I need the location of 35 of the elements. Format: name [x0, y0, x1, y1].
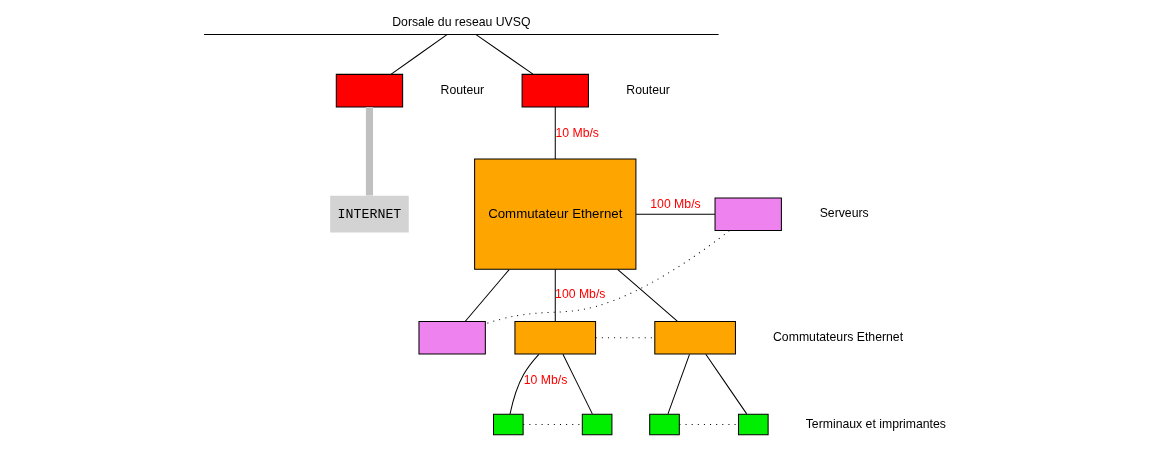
connector: [365, 107, 373, 196]
connector: [554, 106, 556, 160]
node-label: Commutateurs Ethernet: [772, 329, 903, 344]
connector: [475, 34, 533, 75]
edge-label: 10 Mb/s: [523, 373, 567, 388]
connector: [616, 269, 678, 322]
node-box: INTERNET: [329, 195, 409, 233]
edge-label: 100 Mb/s: [649, 196, 701, 211]
connector: [509, 353, 539, 415]
node-box: [581, 413, 612, 436]
edge-label: 100 Mb/s: [554, 286, 605, 301]
node-box: [648, 413, 680, 436]
connector: [561, 353, 593, 415]
node-box: [521, 73, 589, 108]
node-box: [714, 197, 782, 232]
node-box: [492, 413, 524, 436]
node-box: [737, 413, 769, 436]
node-label: Serveurs: [819, 206, 869, 221]
connector: [634, 213, 715, 215]
connector: [704, 353, 747, 415]
node-label: Routeur: [440, 82, 484, 97]
node-label: Routeur: [625, 82, 670, 97]
node-label: Terminaux et imprimantes: [805, 416, 946, 431]
node-box: [653, 320, 736, 355]
node-box: [417, 320, 486, 355]
node-box: [335, 73, 403, 108]
node-box: [513, 320, 596, 355]
connector: [666, 353, 690, 415]
node-box: Commutateur Ethernet: [473, 158, 636, 270]
connector: [390, 34, 447, 75]
edge-label: 10 Mb/s: [554, 126, 599, 141]
node-text: Dorsale du reseau UVSQ: [391, 15, 530, 30]
connector: [464, 269, 510, 322]
connector: [484, 230, 730, 325]
connector: [554, 269, 556, 322]
